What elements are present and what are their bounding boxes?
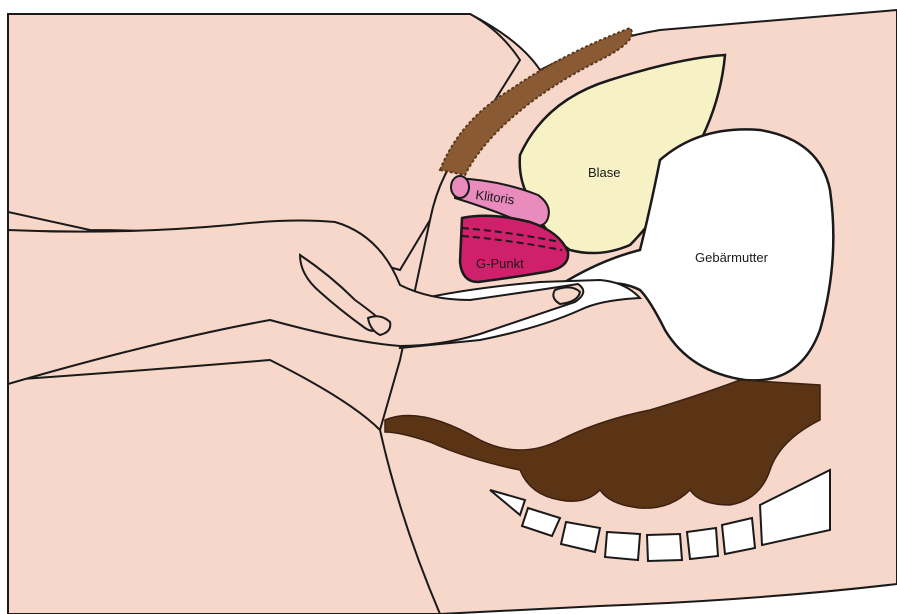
clitoris-glans xyxy=(451,176,469,198)
bone-segment xyxy=(605,532,640,560)
label-blase: Blase xyxy=(588,165,621,180)
bone-segment xyxy=(647,534,682,561)
label-gebaermutter: Gebärmutter xyxy=(695,250,769,265)
bone-segment xyxy=(687,528,718,559)
label-g-punkt: G-Punkt xyxy=(476,256,524,271)
bone-segment xyxy=(722,518,755,554)
